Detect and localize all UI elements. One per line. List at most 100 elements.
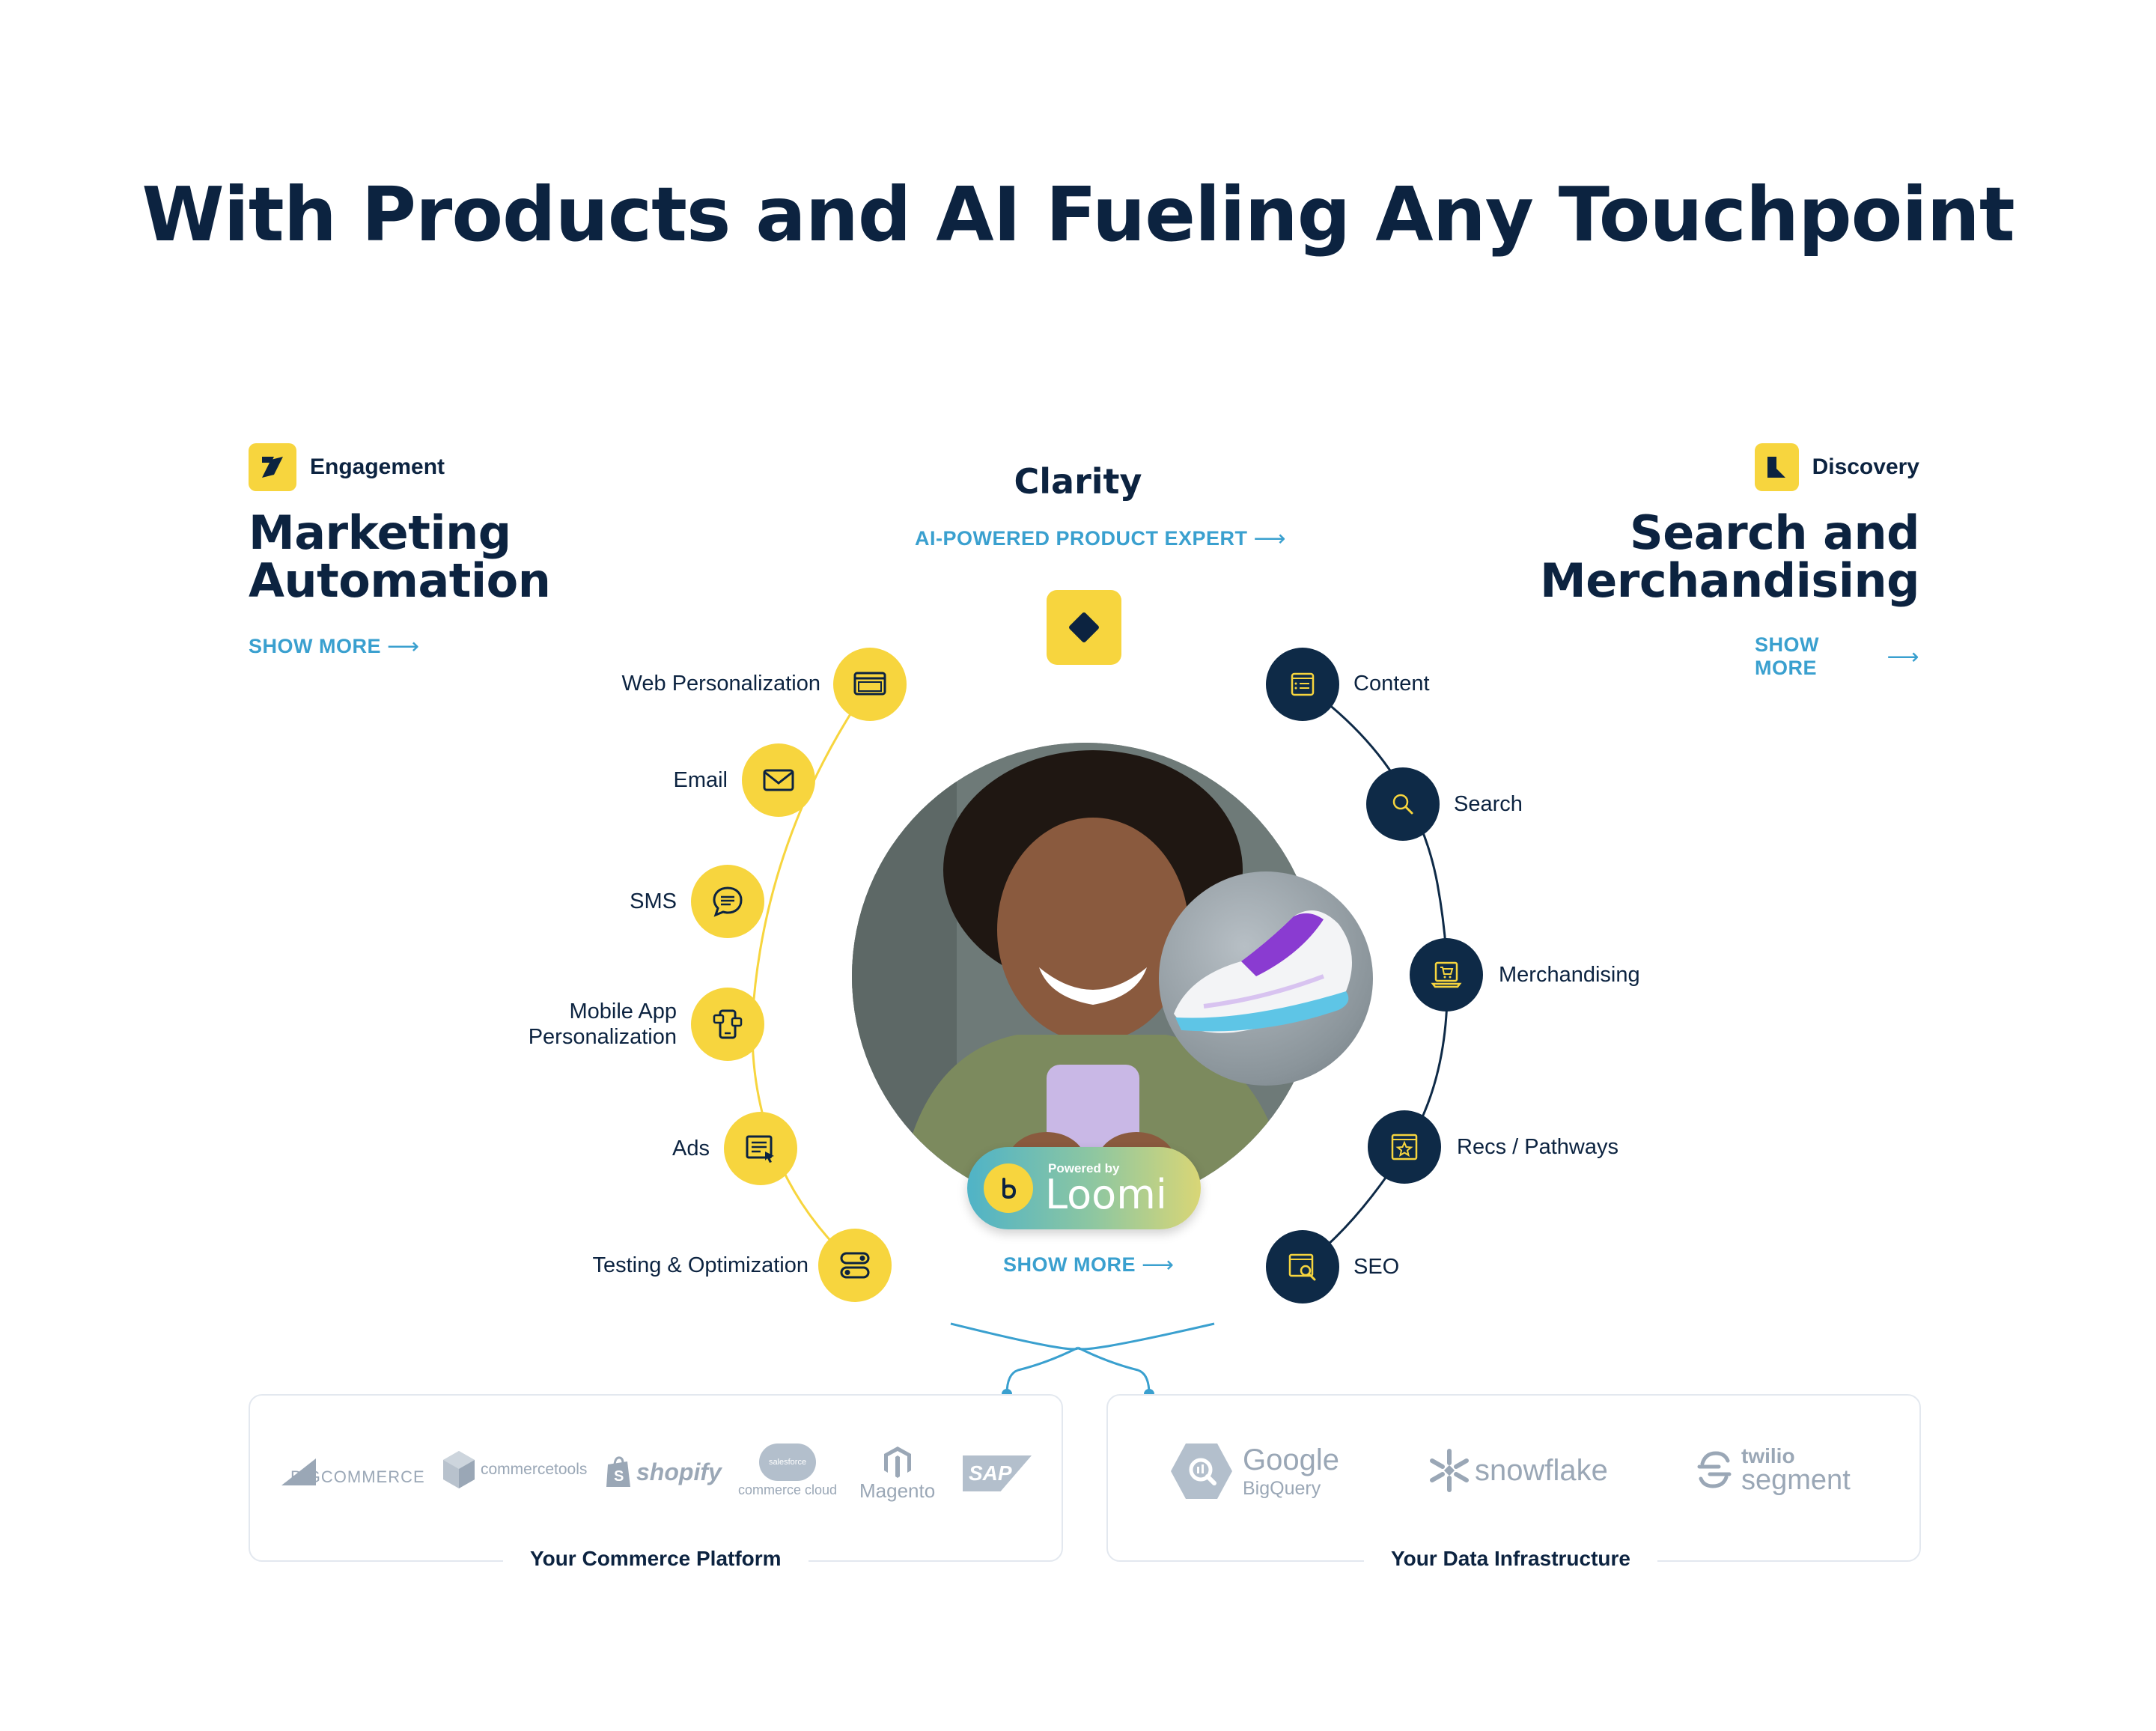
engagement-heading-line1: Marketing [249, 505, 511, 560]
commercetools-logo: commercetools [442, 1449, 587, 1490]
snowflake-mark-icon [1430, 1449, 1469, 1492]
discovery-show-more-label: SHOW MORE [1755, 633, 1819, 679]
testing-optimization-node[interactable] [818, 1229, 892, 1302]
bigquery-wordmark: BigQuery [1243, 1477, 1321, 1499]
mobile-app-label-line1: Mobile App [569, 1000, 677, 1023]
sms-label: SMS [630, 889, 677, 913]
loomi-logo-icon [984, 1163, 1033, 1213]
google-bigquery-wordmark: Google BigQuery [1243, 1445, 1339, 1498]
search-node[interactable] [1366, 767, 1440, 841]
mobile-app-node[interactable] [691, 988, 764, 1061]
engagement-badge-row: Engagement [249, 443, 445, 491]
engagement-heading: Marketing Automation [249, 505, 551, 608]
twilio-wordmark: twilio [1741, 1444, 1795, 1467]
merchandising-node[interactable] [1410, 938, 1483, 1011]
commerce-platform-caption: Your Commerce Platform [503, 1547, 808, 1571]
mobile-app-label: Mobile App Personalization [529, 999, 677, 1050]
center-show-more-label: SHOW MORE [1003, 1253, 1136, 1276]
snowflake-logo: snowflake [1427, 1448, 1608, 1493]
engagement-label: Engagement [310, 454, 445, 479]
sms-node[interactable] [691, 865, 764, 938]
chat-bubble-icon [713, 886, 743, 917]
data-infrastructure-panel [1106, 1394, 1921, 1562]
shopify-bag-icon: S [606, 1456, 630, 1487]
clarity-link[interactable]: AI-POWERED PRODUCT EXPERT⟶ [915, 526, 1286, 552]
ads-node[interactable] [724, 1112, 797, 1185]
engagement-show-more-label: SHOW MORE [249, 635, 381, 657]
web-personalization-node[interactable] [833, 648, 907, 721]
arrow-right-icon: ⟶ [1253, 526, 1287, 551]
sap-mark-icon: SAP [963, 1455, 1032, 1491]
arrow-right-icon: ⟶ [1886, 644, 1919, 669]
content-node[interactable] [1266, 648, 1339, 721]
mobile-app-label-line2: Personalization [528, 1025, 677, 1049]
seo-label: SEO [1353, 1255, 1400, 1279]
center-show-more-link[interactable]: SHOW MORE ⟶ [1003, 1252, 1175, 1278]
email-node[interactable] [742, 743, 815, 817]
envelope-icon [763, 769, 794, 791]
google-bigquery-logo: Google BigQuery [1169, 1442, 1339, 1500]
svg-text:S: S [614, 1468, 624, 1485]
magento-mark-icon [883, 1446, 911, 1478]
bridge-left [1005, 1346, 1079, 1395]
merchandising-label: Merchandising [1499, 963, 1640, 987]
commercetools-cube-icon [443, 1451, 475, 1488]
commerce-platform-panel [249, 1394, 1063, 1562]
recs-pathways-node[interactable] [1368, 1110, 1441, 1184]
commerce-cloud-wordmark: commerce cloud [738, 1482, 838, 1497]
mobile-app-icon [713, 1009, 743, 1039]
bigcommerce-mark-icon [281, 1458, 316, 1485]
sap-wordmark: SAP [969, 1461, 1012, 1485]
star-window-icon [1391, 1134, 1418, 1160]
clarity-link-label: AI-POWERED PRODUCT EXPERT [915, 527, 1248, 550]
discovery-logo-icon [1755, 443, 1799, 491]
search-label: Search [1454, 792, 1523, 816]
seo-node[interactable] [1266, 1230, 1339, 1303]
recs-pathways-label: Recs / Pathways [1457, 1135, 1618, 1159]
sneaker-icon [1174, 910, 1352, 1033]
testing-optimization-label: Testing & Optimization [592, 1253, 808, 1277]
salesforce-wordmark: salesforce [768, 1458, 807, 1467]
clarity-title: Clarity [1014, 461, 1142, 502]
bigcommerce-wordmark: BIGCOMMERCE [290, 1467, 425, 1486]
google-wordmark: Google [1243, 1443, 1339, 1476]
toggle-stack-icon [840, 1252, 870, 1279]
data-infrastructure-caption: Your Data Infrastructure [1364, 1547, 1657, 1571]
bigcommerce-logo: BIGCOMMERCE [280, 1457, 425, 1487]
snowflake-wordmark: snowflake [1475, 1453, 1608, 1487]
ad-cursor-icon [746, 1135, 774, 1163]
magnifier-icon [1392, 794, 1413, 815]
content-list-icon [1291, 672, 1315, 696]
email-label: Email [673, 768, 728, 792]
twilio-segment-logo: twilio segment [1696, 1446, 1851, 1494]
arrow-right-icon: ⟶ [387, 634, 420, 659]
discovery-heading-line2: Merchandising [1540, 553, 1920, 608]
twilio-segment-wordmark: twilio segment [1741, 1446, 1851, 1494]
discovery-badge-row: Discovery [1755, 443, 1919, 491]
sap-logo: SAP [963, 1455, 1032, 1491]
bridge-right [1077, 1346, 1151, 1395]
discovery-heading-line1: Search and [1630, 505, 1919, 560]
commercetools-wordmark: commercetools [481, 1461, 588, 1478]
salesforce-commerce-cloud-logo: salesforce commerce cloud [738, 1443, 837, 1498]
salesforce-cloud-icon: salesforce [759, 1443, 817, 1481]
loomi-text: Powered by Loomi [1045, 1162, 1167, 1215]
bigquery-hexagon-icon [1171, 1443, 1232, 1499]
shopify-logo: S shopify [605, 1455, 722, 1488]
seo-search-icon [1288, 1253, 1316, 1281]
arrow-right-icon: ⟶ [1142, 1253, 1175, 1277]
page-title: With Products and AI Fueling Any Touchpo… [141, 171, 2015, 258]
shopify-wordmark: shopify [636, 1458, 722, 1485]
engagement-show-more-link[interactable]: SHOW MORE ⟶ [249, 633, 420, 660]
segment-wordmark: segment [1741, 1464, 1851, 1496]
loomi-name: Loomi [1045, 1170, 1167, 1218]
loomi-badge: Powered by Loomi [967, 1147, 1201, 1229]
magento-wordmark: Magento [859, 1479, 936, 1502]
cart-laptop-icon [1431, 961, 1462, 988]
magento-logo: Magento [859, 1445, 935, 1503]
discovery-heading: Search and Merchandising [1452, 505, 1920, 608]
content-label: Content [1353, 672, 1430, 696]
engagement-heading-line2: Automation [249, 553, 551, 608]
discovery-label: Discovery [1812, 454, 1919, 479]
discovery-show-more-link[interactable]: SHOW MORE ⟶ [1755, 633, 1919, 680]
